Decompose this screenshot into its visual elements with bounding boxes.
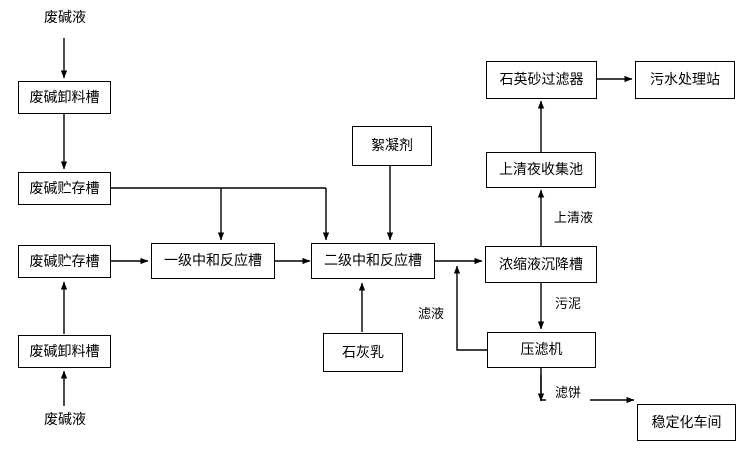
node-label: 压滤机 [520, 342, 563, 358]
node-label: 废碱贮存槽 [29, 253, 100, 270]
edge-label-sludge: 污泥 [546, 295, 590, 313]
node-store-top[interactable]: 废碱贮存槽 [18, 172, 111, 205]
node-stabilization-workshop[interactable]: 稳定化车间 [637, 404, 736, 441]
node-flocculant[interactable]: 絮凝剂 [352, 126, 432, 166]
node-label: 二级中和反应槽 [324, 253, 422, 269]
node-neutralization-stage-1[interactable]: 一级中和反应槽 [151, 243, 275, 279]
edge-label-text: 滤液 [417, 306, 444, 322]
edge-label-text: 滤饼 [554, 385, 581, 401]
edge-label-text: 污泥 [554, 296, 581, 312]
node-quartz-sand-filter[interactable]: 石英砂过滤器 [486, 61, 597, 99]
node-label: 废碱卸料槽 [29, 343, 100, 360]
node-label: 污水处理站 [650, 72, 720, 88]
node-label: 一级中和反应槽 [164, 253, 262, 269]
node-supernatant-collection-pool[interactable]: 上清夜收集池 [486, 152, 596, 188]
label-input-waste-alkali-top: 废碱液 [32, 8, 98, 28]
node-label: 废碱贮存槽 [29, 180, 100, 197]
node-label: 上清夜收集池 [499, 162, 583, 178]
free-label-text: 废碱液 [44, 10, 86, 26]
edge-label-filter-cake: 滤饼 [546, 384, 590, 402]
node-label: 絮凝剂 [371, 138, 413, 154]
node-label: 废碱卸料槽 [29, 89, 100, 106]
node-unload-top[interactable]: 废碱卸料槽 [18, 81, 111, 114]
edge-label-text: 上清液 [553, 210, 593, 226]
edge-label-supernatant-liquid: 上清液 [545, 209, 602, 227]
edge-label-filtrate: 滤液 [409, 305, 453, 323]
node-neutralization-stage-2[interactable]: 二级中和反应槽 [311, 243, 435, 279]
node-unload-bottom[interactable]: 废碱卸料槽 [18, 335, 111, 368]
edge-filtrate-from-press [453, 265, 487, 351]
node-label: 稳定化车间 [651, 414, 722, 431]
node-press-filter[interactable]: 压滤机 [487, 332, 596, 368]
node-label: 石英砂过滤器 [499, 72, 584, 88]
label-input-waste-alkali-bottom: 废碱液 [32, 410, 98, 430]
node-wastewater-treatment-station[interactable]: 污水处理站 [635, 61, 735, 99]
node-settling-tank[interactable]: 浓缩液沉降槽 [485, 246, 597, 283]
node-lime-milk[interactable]: 石灰乳 [323, 333, 403, 372]
free-label-text: 废碱液 [44, 412, 86, 428]
node-label: 石灰乳 [342, 344, 384, 361]
node-label: 浓缩液沉降槽 [499, 256, 583, 273]
node-store-bottom[interactable]: 废碱贮存槽 [18, 245, 111, 278]
